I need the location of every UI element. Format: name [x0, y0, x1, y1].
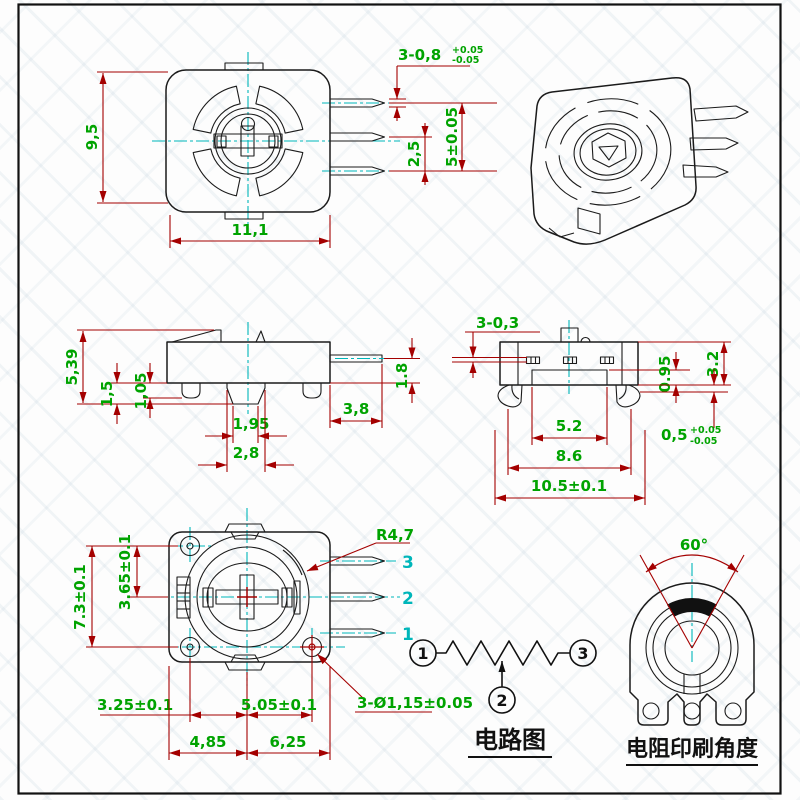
dim-bottom-foot-thickness: 0,5 +0.05 -0.05 [640, 369, 728, 447]
dim-bottom-overall-width: 10.5±0.1 [494, 430, 646, 505]
dim-label-side-keel-bottom: 1,95 [232, 415, 269, 433]
dim-bottom-height: 3.2 [638, 341, 731, 386]
dim-label-bottom-foot-thickness: 0,5 [661, 426, 688, 444]
dim-side-pin-offset: 1.8 [330, 338, 420, 403]
dim-bottom-slots: 3-0,3 [452, 314, 540, 378]
back-pin-label-2: 2 [402, 589, 414, 609]
back-pin-3 [330, 556, 386, 566]
isometric-pin-3 [682, 164, 729, 178]
dim-label-front-pin-tol-plus: +0.05 [452, 45, 483, 56]
dim-label-bottom-height: 3.2 [704, 351, 722, 378]
side-view-body [166, 329, 392, 405]
dim-front-width: 11,1 [169, 215, 331, 248]
isometric-pin-1 [693, 105, 749, 122]
dim-label-bottom-inner-width: 5.2 [556, 417, 583, 435]
dim-back-corner-radius: R4,7 [306, 526, 414, 572]
dim-label-bottom-overall-width: 10.5±0.1 [531, 477, 607, 495]
back-view-body [168, 523, 386, 671]
dim-label-side-pin-length: 3,8 [343, 400, 370, 418]
back-pin-label-1: 1 [402, 625, 414, 645]
dim-label-back-left-width: 4,85 [189, 733, 226, 751]
isometric-rings [544, 98, 672, 206]
back-mount-hole-bottom-left [179, 636, 201, 658]
dim-label-side-total-height: 5,39 [63, 348, 81, 385]
dim-side-total-height: 5,39 [63, 329, 233, 405]
dim-label-side-keel-top: 2,8 [233, 444, 260, 462]
back-pin-label-3: 3 [402, 553, 414, 573]
dim-side-keel-top: 2,8 [198, 390, 294, 472]
dim-side-pin-length: 3,8 [329, 364, 383, 428]
dim-label-front-height: 9,5 [83, 124, 101, 151]
dim-back-bottom-row-2: 4,85 6,25 [168, 666, 331, 760]
front-view: 9,5 11,1 3-0,8 +0.05 -0.05 2,5 [83, 45, 497, 248]
dim-back-hole-span: 7.3±0.1 [71, 545, 178, 648]
drawing-frame [17, 3, 782, 795]
circuit-terminal-3-label: 3 [577, 644, 588, 663]
circuit-terminal-1-label: 1 [417, 644, 428, 663]
dim-side-foot-height: 1,5 [98, 363, 167, 424]
dim-label-back-hole-span: 7.3±0.1 [71, 564, 89, 630]
dim-label-bottom-foot-tol-minus: -0.05 [690, 436, 717, 447]
isometric-view [530, 76, 749, 245]
back-mount-hole-top-left [179, 535, 201, 557]
dim-back-mount-holes: 3-Ø1,15±0.05 [316, 653, 473, 713]
dim-label-bottom-feet-span: 8.6 [556, 447, 583, 465]
dim-label-bottom-slots: 3-0,3 [476, 314, 519, 332]
dim-front-pin-span: 5±0.05 [389, 102, 497, 172]
dim-label-bottom-foot-tol-plus: +0.05 [690, 425, 721, 436]
dim-label-back-corner-radius: R4,7 [376, 526, 414, 544]
dim-side-boss-height: 1,05 [132, 363, 182, 418]
angle-arc [645, 554, 739, 573]
print-area-sector [667, 598, 717, 617]
circuit-title: 电路图 [474, 726, 546, 754]
back-view: 3 2 1 R4,7 7.3±0.1 3.65±0.1 [71, 508, 473, 760]
isometric-foot [577, 207, 601, 235]
bottom-left-foot [497, 384, 523, 408]
isometric-pin-2 [689, 137, 739, 151]
dim-label-back-right-width: 6,25 [269, 733, 306, 751]
dim-front-pin-width: 3-0,8 +0.05 -0.05 [389, 45, 483, 121]
dim-side-keel-bottom: 1,95 [205, 406, 287, 443]
back-pin-2 [330, 592, 386, 602]
dim-bottom-feet-span: 8.6 [507, 409, 632, 475]
dim-back-hole-half-span: 3.65±0.1 [116, 534, 168, 610]
dim-label-bottom-recess: 0.95 [656, 355, 674, 392]
dim-label-front-pin-tol-minus: -0.05 [452, 55, 479, 66]
isometric-socket [591, 132, 627, 168]
dim-label-back-mount-holes: 3-Ø1,15±0.05 [357, 694, 473, 712]
dim-label-front-width: 11,1 [231, 221, 268, 239]
side-view: 5,39 1,5 1,05 1,95 2,8 [63, 322, 420, 472]
dim-label-front-pin-span: 5±0.05 [443, 107, 461, 167]
dim-label-back-hole-offset-left: 3.25±0.1 [97, 696, 173, 714]
bottom-view: 3-0,3 0.95 3.2 0,5 +0.05 -0.05 5.2 [452, 314, 731, 505]
dim-back-bottom-row-1: 3.25±0.1 5.05±0.1 [97, 658, 317, 760]
dim-label-side-foot-height: 1,5 [98, 381, 116, 408]
dim-front-height: 9,5 [83, 71, 168, 204]
front-pin-3 [330, 166, 386, 176]
back-pin-1 [330, 628, 386, 638]
front-view-body [165, 62, 386, 220]
circuit-diagram: 1 3 2 电路图 [409, 639, 597, 758]
bottom-view-body [497, 327, 641, 408]
dim-label-back-hole-offset-right: 5.05±0.1 [241, 696, 317, 714]
front-pin-2 [330, 132, 386, 142]
front-pin-1 [330, 98, 386, 108]
print-angle-diagram: 60° 电阻印刷角度 [626, 536, 759, 766]
circuit-terminal-2-label: 2 [496, 691, 507, 710]
print-angle-label: 60° [680, 536, 708, 554]
print-angle-title: 电阻印刷角度 [626, 736, 759, 762]
dim-label-front-pin-width: 3-0,8 [398, 46, 441, 64]
dim-front-pin-pitch: 2,5 [389, 123, 432, 185]
dim-label-front-pin-pitch: 2,5 [405, 141, 423, 168]
dim-label-back-hole-half-span: 3.65±0.1 [116, 534, 134, 610]
dim-label-side-pin-offset: 1.8 [393, 363, 411, 390]
dim-bottom-recess: 0.95 [609, 352, 690, 403]
print-angle-housing [629, 582, 755, 726]
dim-label-side-boss-height: 1,05 [132, 372, 150, 409]
dim-bottom-inner-width: 5.2 [531, 387, 608, 445]
bottom-right-foot [615, 384, 641, 408]
circuit-resistor [436, 640, 570, 666]
